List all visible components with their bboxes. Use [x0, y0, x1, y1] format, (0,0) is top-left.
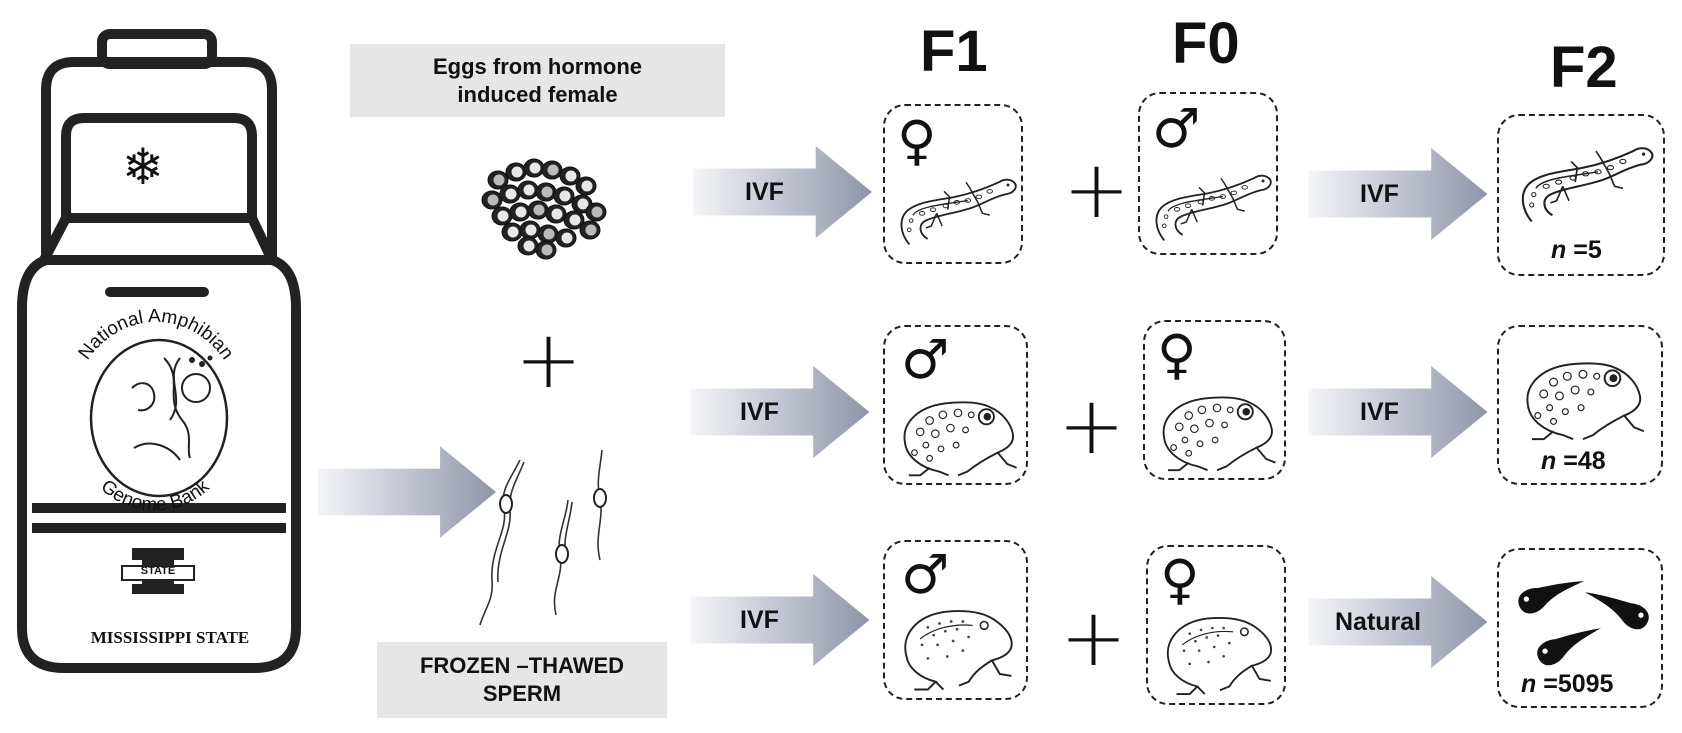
row2-method-2: IVF — [1360, 398, 1399, 426]
row3-plus: + — [1060, 591, 1128, 684]
row2-f0-box: ♀ — [1143, 320, 1286, 480]
row3-f0-box: ♀ — [1146, 545, 1286, 705]
row1-method-1: IVF — [745, 178, 784, 206]
egg-yolk — [493, 174, 505, 186]
egg-yolk — [559, 190, 571, 202]
egg-yolk — [541, 244, 553, 256]
egg-yolk — [551, 208, 563, 220]
egg-yolk — [525, 224, 537, 236]
egg-yolk — [523, 240, 535, 252]
female-symbol-icon: ♀ — [897, 109, 937, 172]
salamander-icon — [891, 156, 1019, 256]
egg-yolk — [505, 188, 517, 200]
row3-f2-box: n =5095 — [1497, 548, 1663, 708]
egg-yolk — [533, 204, 545, 216]
university-name: MISSISSIPPI STATE — [90, 628, 250, 647]
sperm-label-line1: FROZEN –THAWED — [419, 653, 625, 678]
row1-f2-box: n =5 — [1497, 114, 1665, 276]
female-symbol-icon: ♀ — [1160, 548, 1200, 611]
egg-yolk — [515, 206, 527, 218]
row2-arrow-1 — [690, 366, 870, 458]
row2-plus: + — [1058, 379, 1126, 472]
male-symbol-icon: ♂ — [1152, 97, 1201, 160]
frog-icon — [1151, 372, 1283, 476]
egg-yolk — [547, 164, 559, 176]
frog-icon — [1513, 337, 1653, 445]
n-symbol: n — [1551, 236, 1567, 264]
egg-yolk — [497, 210, 509, 222]
sperm-label-line2: SPERM — [482, 681, 562, 706]
cryo-tank-icon — [17, 29, 301, 673]
egg-yolk — [561, 232, 573, 244]
row3-method-2: Natural — [1335, 608, 1422, 636]
frog-icon — [891, 377, 1025, 481]
male-symbol-icon: ♂ — [901, 543, 950, 606]
egg-yolk — [529, 162, 541, 174]
row2-f2-box: n =48 — [1497, 325, 1663, 485]
egg-yolk — [511, 166, 523, 178]
sperm-label: FROZEN –THAWED SPERM — [377, 642, 667, 718]
male-symbol-icon: ♂ — [901, 328, 950, 391]
svg-text:National Amphibian: National Amphibian — [75, 306, 238, 364]
row1-f1-box: ♀ — [883, 104, 1023, 264]
egg-yolk — [569, 214, 581, 226]
row1-offspring-count: n =5 — [1551, 236, 1602, 265]
row2-method-1: IVF — [740, 398, 779, 426]
salamander-icon — [1146, 152, 1274, 252]
bank-name-bottom: Genome Bank — [97, 476, 214, 516]
egg-yolk — [543, 228, 555, 240]
n-value: =48 — [1556, 447, 1606, 475]
n-value: =5 — [1566, 236, 1602, 264]
row3-f1-box: ♂ — [883, 540, 1028, 700]
row1-f0-box: ♂ — [1138, 92, 1278, 255]
header-f1: F1 — [920, 19, 988, 84]
row2-offspring-count: n =48 — [1541, 447, 1606, 476]
n-symbol: n — [1521, 670, 1537, 698]
plus-sign: + — [515, 313, 583, 406]
bank-name-top: National Amphibian — [75, 306, 238, 364]
snowflake-icon: ❄ — [122, 138, 164, 196]
salamander-icon — [1511, 126, 1656, 230]
egg-yolk — [577, 198, 589, 210]
toad-icon — [1152, 587, 1284, 703]
female-symbol-icon: ♀ — [1157, 323, 1197, 386]
eggs-label-line2: induced female — [457, 81, 618, 107]
n-value: =5095 — [1536, 670, 1614, 698]
row3-arrow-1 — [690, 574, 870, 666]
svg-text:Genome Bank: Genome Bank — [97, 476, 214, 516]
row1-method-2: IVF — [1360, 180, 1399, 208]
eggs-label: Eggs from hormone induced female — [350, 44, 725, 117]
row3-method-1: IVF — [740, 606, 779, 634]
header-f0: F0 — [1172, 11, 1240, 76]
eggs-label-line1: Eggs from hormone — [432, 53, 642, 79]
egg-yolk — [541, 186, 553, 198]
n-symbol: n — [1541, 447, 1557, 475]
egg-yolk — [487, 194, 499, 206]
logo-letters: STATE — [140, 565, 176, 577]
egg-yolk — [591, 206, 603, 218]
egg-yolk — [581, 180, 593, 192]
egg-yolk — [585, 224, 597, 236]
header-f2: F2 — [1550, 35, 1618, 100]
egg-yolk — [507, 226, 519, 238]
egg-yolk — [565, 170, 577, 182]
toad-icon — [889, 580, 1025, 698]
sperm-cells-icon — [479, 449, 607, 626]
row1-plus: + — [1063, 143, 1131, 236]
row3-offspring-count: n =5095 — [1521, 670, 1613, 699]
row2-f1-box: ♂ — [883, 325, 1028, 485]
bank-arc-labels: National Amphibian Genome Bank — [75, 306, 238, 516]
egg-yolk — [523, 184, 535, 196]
egg-cluster-icon — [481, 158, 607, 260]
